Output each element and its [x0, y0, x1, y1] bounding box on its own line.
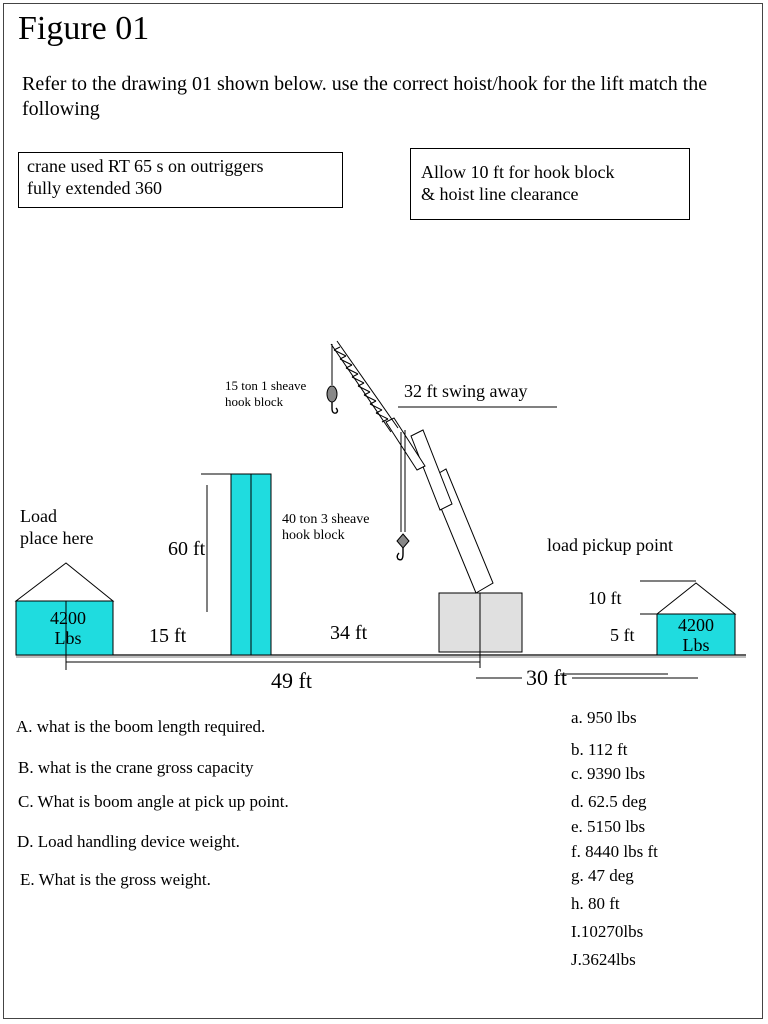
answer-h: h. 80 ft — [571, 894, 620, 913]
answer-j: J.3624lbs — [571, 950, 636, 969]
dim-49-label: 49 ft — [271, 668, 312, 693]
answer-i: I.10270lbs — [571, 922, 644, 941]
left-load-label: Load place here — [20, 505, 93, 549]
large-hook-icon — [396, 548, 404, 561]
crane-info-box: crane used RT 65 s on outriggers fully e… — [18, 152, 343, 208]
clearance-line-2: & hoist line clearance — [421, 184, 579, 204]
question-e: E. What is the gross weight. — [20, 870, 211, 889]
large-hook-label: 40 ton 3 sheave hook block — [282, 512, 369, 544]
dim-5-label: 5 ft — [610, 625, 635, 645]
dim-15-label: 15 ft — [149, 625, 187, 647]
left-load-label-line-2: place here — [20, 528, 94, 548]
small-hook-icon — [331, 402, 339, 414]
answer-d: d. 62.5 deg — [571, 792, 647, 811]
dim-30-label: 30 ft — [526, 665, 567, 690]
answer-c: c. 9390 lbs — [571, 764, 646, 783]
figure-title: Figure 01 — [18, 10, 150, 47]
right-load-weight: 4200 Lbs — [666, 615, 726, 655]
right-load-label: load pickup point — [547, 535, 673, 555]
answer-b: b. 112 ft — [571, 740, 628, 759]
crane-info-line-2: fully extended 360 — [27, 178, 162, 198]
question-a: A. what is the boom length required. — [16, 717, 266, 736]
left-load-weight: 4200 Lbs — [38, 608, 98, 648]
crane-info-line-1: crane used RT 65 s on outriggers — [27, 156, 264, 176]
right-load-roof — [655, 582, 737, 615]
question-d: D. Load handling device weight. — [17, 832, 240, 851]
left-load-box — [15, 600, 114, 656]
dim-10-label: 10 ft — [588, 588, 622, 608]
question-b: B. what is the crane gross capacity — [18, 758, 254, 777]
left-load-weight-value: 4200 — [50, 608, 86, 628]
left-load-weight-unit: Lbs — [54, 628, 82, 648]
answer-e: e. 5150 lbs — [571, 817, 646, 836]
page-frame — [3, 3, 763, 1019]
clearance-line-1: Allow 10 ft for hook block — [421, 162, 615, 182]
right-load-box — [656, 613, 736, 656]
large-hook-label-line-2: hook block — [282, 528, 345, 543]
question-c: C. What is boom angle at pick up point. — [18, 792, 289, 811]
small-hook-label: 15 ton 1 sheave hook block — [225, 378, 306, 410]
clearance-box: Allow 10 ft for hook block & hoist line … — [410, 148, 690, 220]
left-load-roof — [14, 562, 115, 602]
answer-a: a. 950 lbs — [571, 708, 637, 727]
left-load-label-line-1: Load — [20, 506, 57, 526]
right-load-weight-value: 4200 — [678, 615, 714, 635]
answer-g: g. 47 deg — [571, 866, 634, 885]
large-hook-block-icon — [396, 533, 410, 549]
small-hook-label-line-2: hook block — [225, 394, 284, 409]
lattice-jib — [330, 340, 399, 433]
intro-text: Refer to the drawing 01 shown below. use… — [22, 73, 708, 120]
dim-60-label: 60 ft — [168, 538, 206, 560]
small-hook-block-icon — [326, 385, 338, 403]
jib-label: 32 ft swing away — [404, 381, 528, 401]
right-load-weight-unit: Lbs — [682, 635, 710, 655]
large-hook-label-line-1: 40 ton 3 sheave — [282, 512, 370, 527]
small-hook-label-line-1: 15 ton 1 sheave — [225, 378, 307, 393]
dim-34-label: 34 ft — [330, 622, 368, 644]
answer-f: f. 8440 lbs ft — [571, 842, 658, 861]
